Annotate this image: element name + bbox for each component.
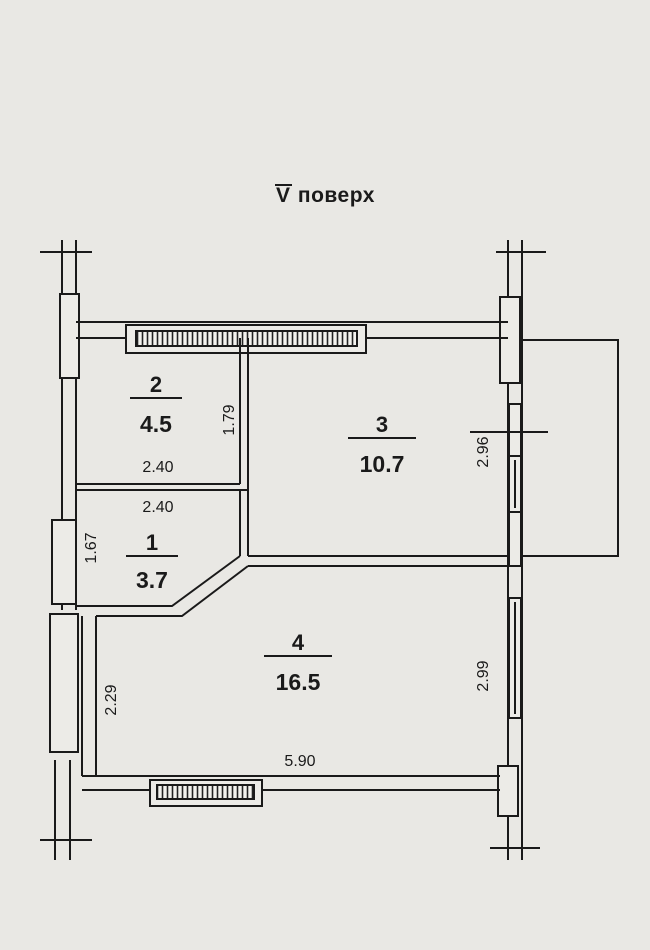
right-window-frames: [508, 403, 522, 719]
room-number: 4: [292, 630, 305, 655]
room-number: 3: [376, 412, 388, 437]
dimension-room4-right-height: 2.99: [475, 660, 492, 691]
top-exterior-wall: [76, 321, 508, 354]
floor-numeral: V: [275, 184, 292, 207]
top-radiator-window: [135, 330, 358, 347]
room-label-1: 1 3.7: [126, 530, 178, 593]
bottom-radiator-window: [156, 784, 255, 800]
room-number: 2: [150, 372, 162, 397]
room-label-3: 3 10.7: [348, 412, 416, 477]
dimension-room4-width: 5.90: [284, 753, 315, 770]
room-label-2: 2 4.5: [130, 372, 182, 437]
room-area: 16.5: [276, 669, 321, 695]
dimension-room3-right-height: 2.96: [475, 436, 492, 467]
room-area: 4.5: [140, 411, 172, 437]
dimension-room2-height: 1.79: [221, 404, 238, 435]
dimension-room2-width: 2.40: [142, 459, 173, 476]
room-area: 3.7: [136, 567, 168, 593]
dimension-room4-height: 2.29: [103, 684, 120, 715]
floor-word: поверх: [297, 184, 375, 207]
dimension-room1-height: 1.67: [83, 532, 100, 563]
room-number: 1: [146, 530, 158, 555]
floor-title: V поверх: [0, 184, 650, 208]
dimension-room1-width: 2.40: [142, 499, 173, 516]
room-label-4: 4 16.5: [264, 630, 332, 695]
bottom-exterior-wall: [82, 775, 500, 807]
balcony-outline: [521, 339, 619, 557]
interior-partitions: [76, 338, 548, 776]
left-exterior-wall: [40, 240, 92, 860]
room-area: 10.7: [360, 451, 405, 477]
